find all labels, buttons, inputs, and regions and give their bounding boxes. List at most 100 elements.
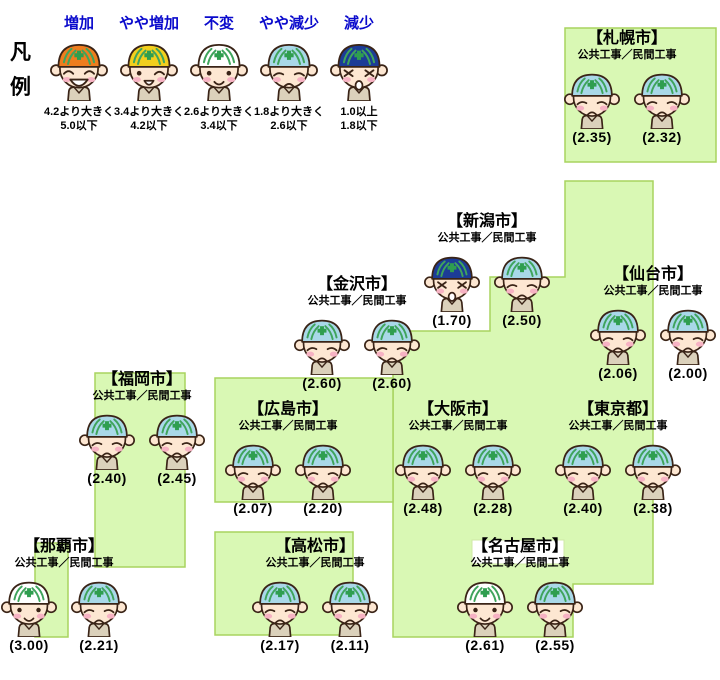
city-block-takamatsu: 【高松市】 公共工事／民間工事 (2.17) xyxy=(240,538,390,653)
worker-face-icon xyxy=(364,311,420,376)
survey-value: (3.00) xyxy=(9,637,49,654)
survey-value: (2.60) xyxy=(372,375,412,392)
worker-face-icon xyxy=(564,65,620,130)
worker-face-icon xyxy=(555,436,611,501)
nagoya-label-background xyxy=(471,539,565,565)
city-title: 【大阪市】 xyxy=(417,401,498,418)
city-sublabel: 公共工事／民間工事 xyxy=(603,285,703,298)
city-sublabel: 公共工事／民間工事 xyxy=(92,390,192,403)
worker-face-icon xyxy=(395,436,451,501)
city-faces: (1.70) (2.50) xyxy=(412,248,562,328)
survey-value: (2.40) xyxy=(563,500,603,517)
worker-face-icon xyxy=(260,35,318,102)
city-face-public-works: (2.40) xyxy=(76,406,138,486)
survey-value: (2.07) xyxy=(233,500,273,517)
city-block-sapporo: 【札幌市】 公共工事／民間工事 (2.35) xyxy=(552,30,702,145)
city-block-osaka: 【大阪市】 公共工事／民間工事 (2.48) xyxy=(383,401,533,516)
city-block-sendai: 【仙台市】 公共工事／民間工事 (2.06) xyxy=(578,266,720,381)
survey-value: (2.28) xyxy=(473,500,513,517)
worker-face-icon xyxy=(330,35,388,102)
survey-value: (2.60) xyxy=(302,375,342,392)
worker-face-icon xyxy=(465,436,521,501)
city-faces: (2.48) (2.28) xyxy=(383,436,533,516)
legend-label: やや減少 xyxy=(258,15,319,32)
legend-label: 不変 xyxy=(203,15,234,32)
survey-value: (2.48) xyxy=(403,500,443,517)
survey-value: (2.61) xyxy=(465,637,505,654)
survey-value: (2.06) xyxy=(598,365,638,382)
city-sublabel: 公共工事／民間工事 xyxy=(408,420,508,433)
worker-face-icon xyxy=(71,573,127,638)
city-face-public-works: (3.00) xyxy=(0,573,60,653)
worker-face-icon xyxy=(190,35,248,102)
city-face-private-works: (2.28) xyxy=(462,436,524,516)
city-title: 【札幌市】 xyxy=(586,30,667,47)
survey-value: (2.35) xyxy=(572,129,612,146)
survey-value: (2.21) xyxy=(79,637,119,654)
city-title: 【金沢市】 xyxy=(316,276,397,293)
city-face-private-works: (2.11) xyxy=(319,573,381,653)
city-sublabel: 公共工事／民間工事 xyxy=(265,557,365,570)
survey-value: (2.38) xyxy=(633,500,673,517)
city-title: 【高松市】 xyxy=(274,538,355,555)
city-face-private-works: (2.32) xyxy=(631,65,693,145)
worker-face-icon xyxy=(225,436,281,501)
worker-face-icon xyxy=(660,301,716,366)
city-title: 【東京都】 xyxy=(577,401,658,418)
worker-face-icon xyxy=(120,35,178,102)
city-sublabel: 公共工事／民間工事 xyxy=(307,295,407,308)
worker-face-icon xyxy=(527,573,583,638)
city-sublabel: 公共工事／民間工事 xyxy=(14,557,114,570)
city-title: 【新潟市】 xyxy=(446,213,527,230)
city-title: 【那覇市】 xyxy=(23,538,104,555)
legend-heading-char: 例 xyxy=(10,76,31,99)
survey-value: (2.55) xyxy=(535,637,575,654)
worker-face-icon xyxy=(79,406,135,471)
city-title: 【名古屋市】 xyxy=(471,538,568,555)
city-sublabel: 公共工事／民間工事 xyxy=(238,420,338,433)
city-faces: (2.35) (2.32) xyxy=(552,65,702,145)
worker-face-icon xyxy=(1,573,58,638)
city-block-kanazawa: 【金沢市】 公共工事／民間工事 (2.60) xyxy=(282,276,432,391)
worker-face-icon xyxy=(294,311,350,376)
city-face-private-works: (2.21) xyxy=(68,573,130,653)
city-faces: (2.07) (2.20) xyxy=(213,436,363,516)
survey-value: (2.00) xyxy=(668,365,708,382)
city-sublabel: 公共工事／民間工事 xyxy=(577,49,677,62)
worker-face-icon xyxy=(322,573,378,638)
legend-heading: 凡例 xyxy=(10,42,31,112)
city-block-fukuoka: 【福岡市】 公共工事／民間工事 (2.40) xyxy=(67,371,217,486)
survey-value: (1.70) xyxy=(432,312,472,329)
survey-value: (2.17) xyxy=(260,637,300,654)
city-block-naha: 【那覇市】 公共工事／民間工事 (3.00) xyxy=(0,538,139,653)
city-face-public-works: (2.60) xyxy=(291,311,353,391)
city-face-private-works: (2.20) xyxy=(292,436,354,516)
city-face-private-works: (2.60) xyxy=(361,311,423,391)
survey-value: (2.11) xyxy=(330,637,370,654)
city-face-public-works: (2.40) xyxy=(552,436,614,516)
worker-face-icon xyxy=(252,573,308,638)
worker-face-icon xyxy=(424,248,480,313)
worker-face-icon xyxy=(494,248,550,313)
city-title: 【広島市】 xyxy=(247,401,328,418)
survey-value: (2.40) xyxy=(87,470,127,487)
city-sublabel: 公共工事／民間工事 xyxy=(470,557,570,570)
city-face-private-works: (2.55) xyxy=(524,573,586,653)
city-face-private-works: (2.50) xyxy=(491,248,553,328)
worker-face-icon xyxy=(295,436,351,501)
worker-face-icon xyxy=(149,406,205,471)
legend-label: 増加 xyxy=(63,15,94,32)
city-faces: (3.00) (2.21) xyxy=(0,573,139,653)
worker-face-icon xyxy=(625,436,681,501)
city-face-private-works: (2.00) xyxy=(657,301,719,381)
